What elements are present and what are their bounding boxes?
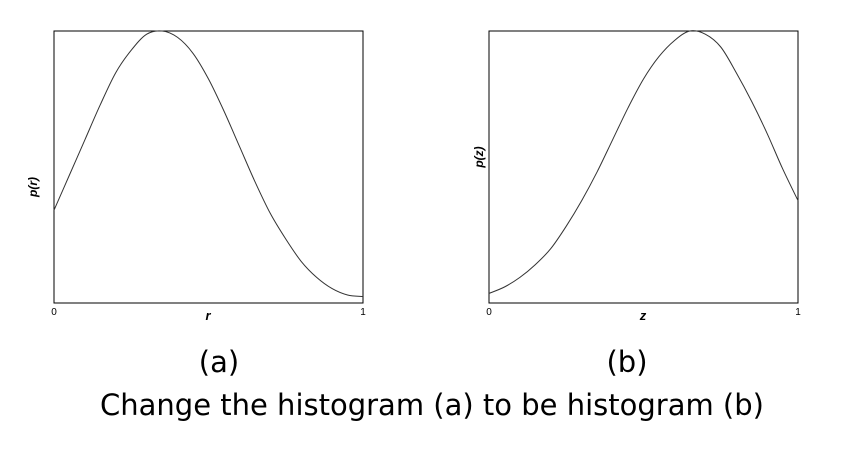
- histogram-b-panel: 0 1 z p(z): [472, 30, 801, 323]
- histogram-a-x-label: r: [205, 308, 211, 323]
- histogram-b-x-label: z: [639, 308, 647, 323]
- histogram-a-frame: [53, 30, 364, 304]
- slide-caption: Change the histogram (a) to be histogram…: [100, 388, 764, 422]
- histogram-a-panel: 0 1 r p(r): [26, 30, 366, 323]
- histogram-b-curve: [488, 30, 799, 294]
- panel-a-caption: (a): [198, 345, 240, 379]
- histogram-b-frame: [488, 30, 799, 304]
- charts-area: 0 1 r p(r) 0 1 z p(z): [26, 30, 801, 323]
- histogram-a-x-tick-label: 1: [360, 307, 366, 318]
- histogram-b-y-label: p(z): [472, 146, 486, 168]
- histogram-a-y-label: p(r): [26, 177, 40, 198]
- histogram-a-curve: [53, 30, 364, 298]
- histogram-a-x-tick-label: 0: [51, 307, 57, 318]
- histogram-b-x-tick-label: 1: [795, 307, 801, 318]
- panel-b-caption: (b): [606, 345, 648, 379]
- histogram-b-x-tick-label: 0: [486, 307, 492, 318]
